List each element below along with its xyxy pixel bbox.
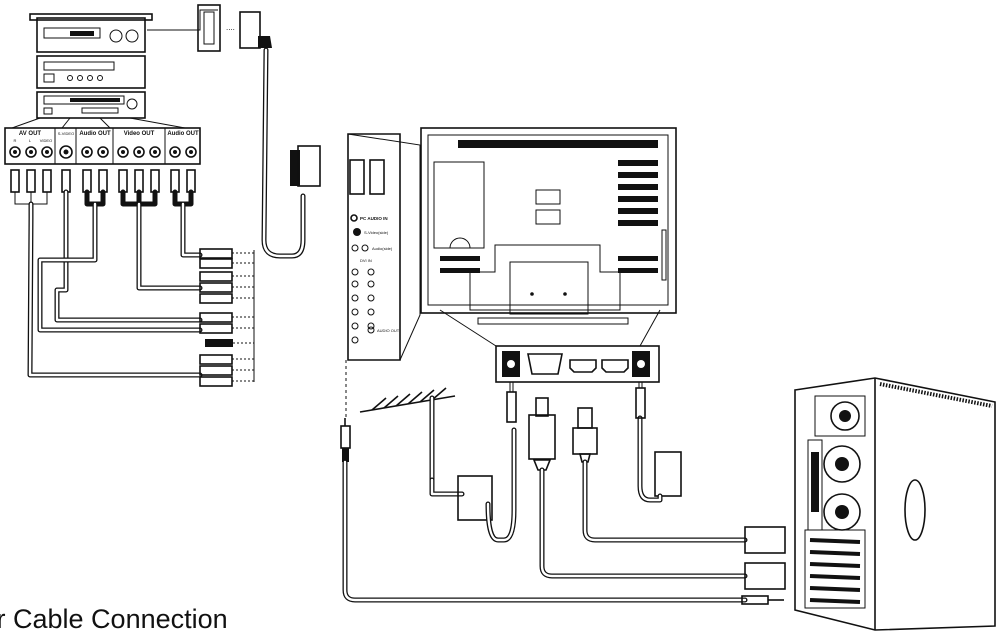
av-out-label: AV OUT — [19, 131, 42, 137]
sub-label-video: VIDEO — [40, 138, 52, 143]
scart-plug-icon — [239, 11, 272, 49]
vcr-icon — [36, 55, 146, 89]
s-video-side-label: S-Video(side) — [364, 230, 389, 235]
antenna-icon — [359, 387, 456, 483]
hdmi-port-icon — [569, 359, 629, 373]
source-cables — [14, 189, 203, 378]
pc-tower-icon — [794, 377, 996, 631]
svideo-label: S-VIDEO — [58, 131, 74, 136]
dvi-in-label: DVI IN — [360, 258, 372, 263]
audio-out-label-1: Audio OUT — [79, 131, 111, 137]
pc-plugs — [741, 526, 786, 605]
audio-jack-icon — [340, 360, 748, 603]
video-out-label: Video OUT — [124, 131, 155, 137]
sub-label-r: R — [14, 138, 17, 143]
coax-plug-icon — [506, 382, 646, 423]
vga-port-icon — [527, 353, 563, 375]
svg-text:....: .... — [226, 23, 235, 32]
antenna-jack-icon — [502, 351, 520, 377]
cable-jack-icon — [632, 351, 650, 377]
tv-back-icon — [420, 127, 677, 347]
scart-plug-icon — [290, 145, 321, 187]
hdmi-plug-icon — [572, 407, 748, 543]
scart-connection: .... — [147, 4, 321, 259]
rca-plug-icon — [10, 169, 196, 193]
audio-out-side-label: AUDIO OUT — [377, 328, 400, 333]
rca-jack-row — [9, 145, 197, 159]
tv-side-panel: PC AUDIO IN S-Video(side) Audio(side) DV… — [347, 133, 421, 361]
source-output-panel: AV OUT S-VIDEO Audio OUT Video OUT Audio… — [4, 127, 201, 193]
receiver-icon — [36, 91, 146, 119]
side-jack-grid — [351, 268, 375, 344]
page-caption: wer Cable Connection — [0, 604, 228, 634]
av-equipment-stack — [11, 13, 186, 129]
dvd-player-icon — [29, 13, 153, 53]
pc-audio-label: PC AUDIO IN — [360, 216, 388, 221]
rca-plug-pairs — [199, 248, 255, 387]
rear-input-box — [495, 345, 660, 383]
audio-side-label: Audio(side) — [372, 246, 393, 251]
wall-plate-icon — [429, 415, 682, 543]
scart-socket-icon — [197, 4, 221, 52]
audio-out-label-2: Audio OUT — [167, 131, 199, 137]
vga-plug-icon — [528, 397, 748, 579]
sub-label-l: L — [29, 138, 32, 143]
